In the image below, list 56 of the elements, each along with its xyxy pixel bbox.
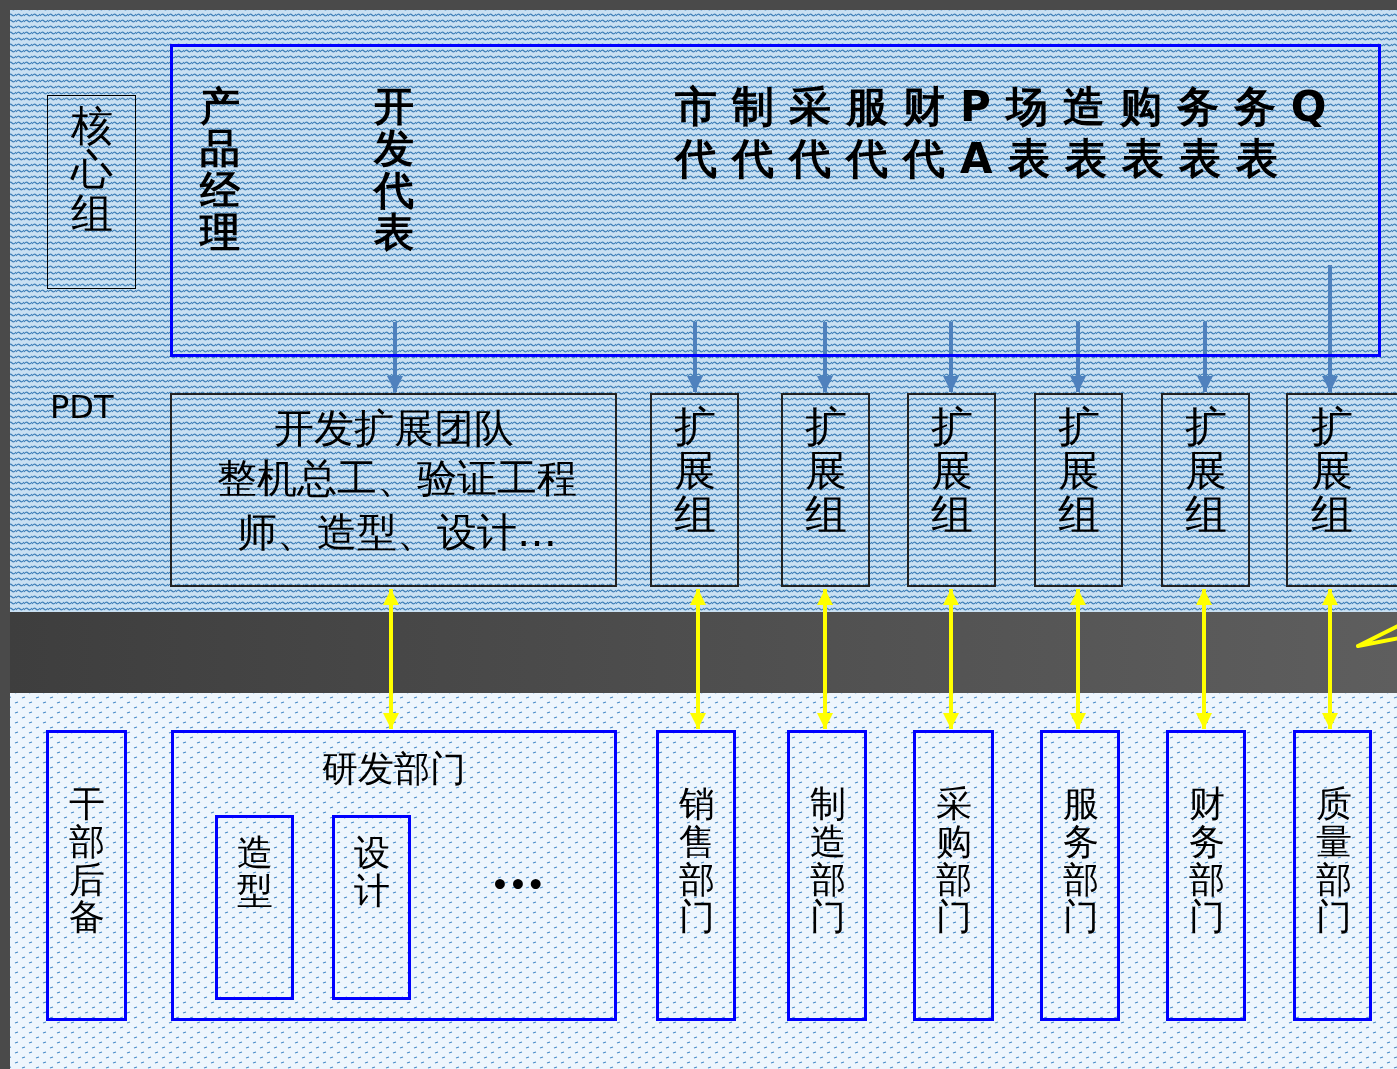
box-label: 核心组 xyxy=(69,104,114,237)
arrow xyxy=(687,322,703,392)
arrow xyxy=(383,589,399,729)
department-box xyxy=(1293,730,1372,1021)
department-box xyxy=(171,730,617,1021)
box-label: 扩展组 xyxy=(929,405,974,538)
box-label: 服务部门 xyxy=(1061,785,1100,937)
department-box xyxy=(656,730,736,1021)
arrow xyxy=(1322,589,1338,729)
box-label: 销售部门 xyxy=(677,785,716,937)
arrow xyxy=(690,589,706,729)
box-label: 财务部门 xyxy=(1187,785,1226,937)
role-label: 市制采服财P场造购务务Q代代代代代A表表表表表 xyxy=(675,81,1343,185)
role-label: 开发代表 xyxy=(372,85,415,253)
box-title: 研发部门 xyxy=(321,747,467,791)
department-box xyxy=(1040,730,1120,1021)
arrow xyxy=(1197,322,1213,392)
role-label: 产品经理 xyxy=(198,85,241,253)
arrow xyxy=(817,589,833,729)
group-box xyxy=(650,393,739,587)
box-label: 扩展组 xyxy=(1056,405,1101,538)
arrow xyxy=(387,322,403,392)
box-title: 开发扩展团队 xyxy=(272,404,515,453)
box-label: 质量部门 xyxy=(1314,785,1353,937)
box-label: 造型 xyxy=(235,834,274,910)
box-label: 扩展组 xyxy=(1310,405,1354,538)
sub-department-box xyxy=(332,815,411,1000)
core-team-panel xyxy=(170,44,1381,357)
box-text: 整机总工、验证工程师、造型、设计… xyxy=(216,454,578,557)
department-box xyxy=(1166,730,1246,1021)
group-box xyxy=(907,393,996,587)
ellipsis-text: ••• xyxy=(491,869,545,902)
group-box xyxy=(781,393,870,587)
box-label: 扩展组 xyxy=(672,405,717,538)
arrow xyxy=(1070,589,1086,729)
department-box xyxy=(46,730,127,1021)
core-team-box xyxy=(47,95,136,289)
sub-department-box xyxy=(215,815,294,1000)
arrow xyxy=(817,322,833,392)
label-text: PDT xyxy=(50,388,114,426)
group-box xyxy=(1161,393,1250,587)
box-label: 扩展组 xyxy=(1183,405,1228,538)
box-label: 扩展组 xyxy=(803,405,848,538)
box-label: 干部后备 xyxy=(67,785,106,937)
team-box xyxy=(170,393,617,587)
department-box xyxy=(787,730,867,1021)
department-box xyxy=(913,730,994,1021)
box-label: 设计 xyxy=(352,834,391,910)
group-box xyxy=(1034,393,1123,587)
arrow xyxy=(1196,589,1212,729)
arrow xyxy=(1070,322,1086,392)
arrow xyxy=(1322,265,1338,392)
arrow xyxy=(943,589,959,729)
box-label: 制造部门 xyxy=(808,785,847,937)
arrow xyxy=(943,322,959,392)
box-label: 采购部门 xyxy=(934,785,973,937)
